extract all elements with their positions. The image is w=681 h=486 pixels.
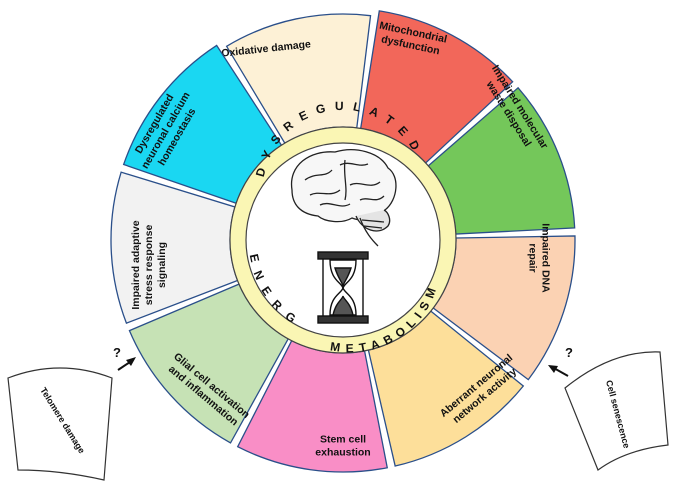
segment-label-line: stress response [143, 225, 155, 306]
segment-label-line: repair [527, 243, 539, 272]
segment-label-line: signaling [156, 242, 168, 288]
segment-label-dna: Impaired DNArepair [527, 223, 552, 293]
hourglass-icon [317, 251, 369, 324]
telomere-arrow [117, 357, 136, 371]
hallmark-segments: Oxidative damageMitochondrialdysfunction… [110, 10, 576, 473]
segment-label-line: Stem cell [320, 434, 366, 446]
segment-label-line: exhaustion [315, 447, 370, 459]
brain-icon [290, 149, 397, 247]
segment-label-stress: Impaired adaptivestress responsesignalin… [130, 220, 168, 309]
telomere-damage-box: Telomere damage [7, 367, 113, 481]
telomere-question-mark: ? [113, 345, 121, 360]
segment-label-line: Impaired DNA [540, 223, 552, 293]
cell-senescence-box: Cell senescence [564, 351, 669, 471]
segment-label-line: Impaired adaptive [130, 220, 142, 309]
senescence-arrow [548, 365, 569, 377]
senescence-question-mark: ? [565, 345, 573, 360]
